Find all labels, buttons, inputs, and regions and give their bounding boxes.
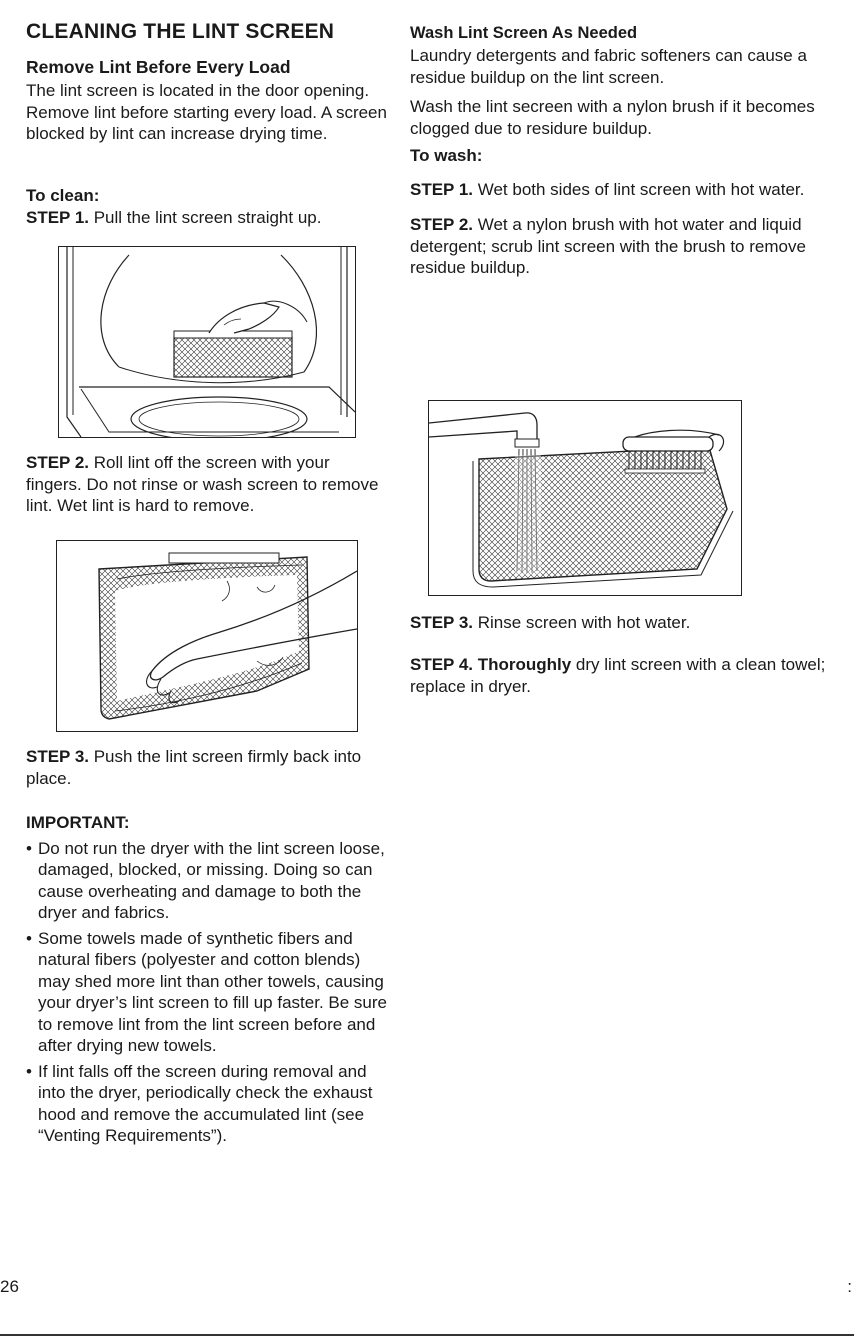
clean-step-3-text: Push the lint screen firmly back into pl… [26, 747, 362, 788]
wash-step-3-text: Rinse screen with hot water. [473, 613, 691, 632]
remove-lint-text: The lint screen is located in the door o… [26, 81, 387, 143]
wash-step-1: STEP 1. Wet both sides of lint screen wi… [410, 179, 840, 201]
to-clean-label: To clean: [26, 186, 100, 205]
clean-step-1-label: STEP 1. [26, 207, 89, 227]
wash-step-4-label: STEP 4. Thoroughly [410, 655, 572, 674]
to-clean-section: To clean: STEP 1. Pull the lint screen s… [26, 185, 388, 228]
roll-lint-illustration [57, 541, 358, 731]
wash-heading: Wash Lint Screen As Needed [410, 24, 638, 42]
pull-lint-screen-illustration [59, 247, 356, 442]
important-item-1: Do not run the dryer with the lint scree… [26, 838, 388, 924]
page-edge-mark: : [847, 1277, 852, 1296]
remove-lint-section: Remove Lint Before Every Load The lint s… [26, 57, 388, 145]
wash-text-2: Wash the lint secreen with a nylon brush… [410, 97, 815, 138]
important-label: IMPORTANT: [26, 813, 130, 832]
clean-step-1-text: Pull the lint screen straight up. [89, 207, 322, 227]
wash-step-2-text: Wet a nylon brush with hot water and liq… [410, 215, 806, 277]
clean-step-2-text: Roll lint off the screen with your finge… [26, 453, 379, 515]
wash-step-4: STEP 4. Thoroughly dry lint screen with … [410, 654, 840, 697]
wash-step-3: STEP 3. Rinse screen with hot water. [410, 612, 840, 634]
to-wash-label: To wash: [410, 146, 483, 165]
wash-screen-illustration [428, 401, 741, 595]
wash-step-1-text: Wet both sides of lint screen with hot w… [473, 179, 805, 199]
wash-step-3-label: STEP 3. [410, 613, 473, 632]
clean-step-2: STEP 2. Roll lint off the screen with yo… [26, 452, 388, 517]
wash-step-4-text: dry lint screen with a clean towel; repl… [410, 655, 826, 696]
clean-step-2-label: STEP 2. [26, 453, 89, 472]
wash-step-2: STEP 2. Wet a nylon brush with hot water… [410, 214, 840, 279]
clean-step-3: STEP 3. Push the lint screen firmly back… [26, 746, 388, 789]
important-item-3: If lint falls off the screen during remo… [26, 1061, 388, 1147]
remove-lint-heading: Remove Lint Before Every Load [26, 57, 291, 77]
important-item-2: Some towels made of synthetic fibers and… [26, 928, 388, 1057]
figure-wash-screen [428, 400, 742, 596]
page-number: 26 [0, 1277, 19, 1296]
wash-section: Wash Lint Screen As Needed Laundry deter… [410, 24, 840, 279]
figure-pull-lint-screen [58, 246, 356, 442]
page-title: CLEANING THE LINT SCREEN [26, 20, 335, 43]
important-section: IMPORTANT: Do not run the dryer with the… [26, 812, 388, 1151]
wash-text-1: Laundry detergents and fabric softeners … [410, 46, 807, 87]
figure-roll-lint-off [56, 540, 358, 732]
clean-step-3-label: STEP 3. [26, 747, 89, 766]
wash-step-1-label: STEP 1. [410, 179, 473, 199]
page-bottom-rule [0, 1334, 854, 1336]
wash-step-2-label: STEP 2. [410, 215, 473, 234]
important-list: Do not run the dryer with the lint scree… [26, 838, 388, 1147]
clean-step-1: STEP 1. Pull the lint screen straight up… [26, 207, 388, 229]
